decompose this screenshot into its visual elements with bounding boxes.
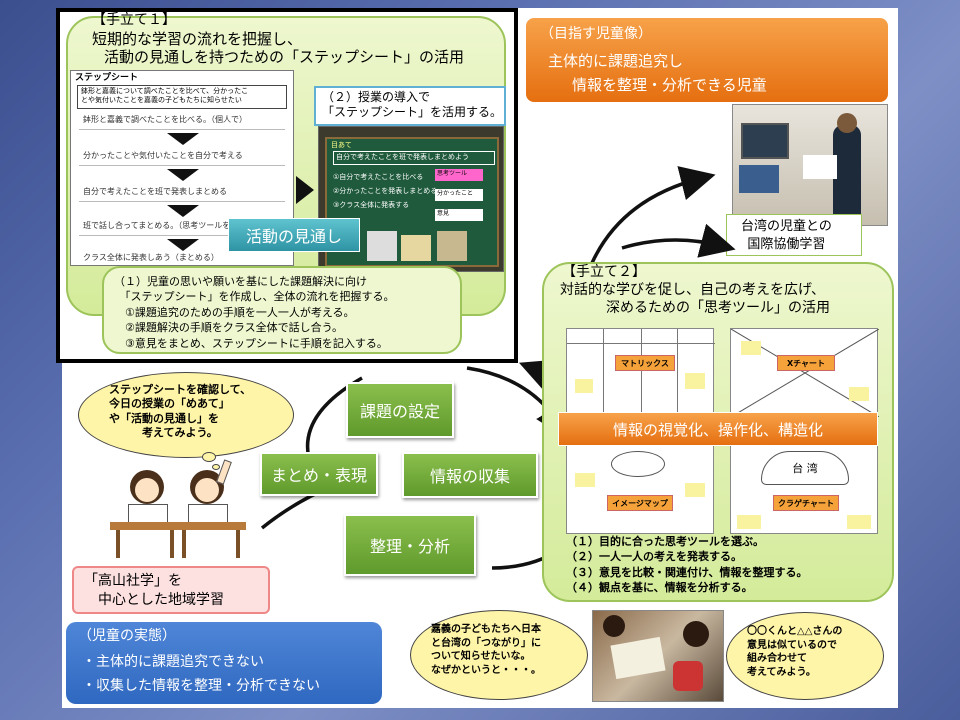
- step-arrow: [167, 169, 199, 181]
- step-sheet-label: ステップシート: [75, 73, 139, 83]
- exchange-caption-box: 台湾の児童との 国際協働学習: [726, 214, 862, 256]
- step-sheet-intro: 鉢形と嘉義について調べたことを比べて、分かったこ とや気付いたことを嘉義の子ども…: [81, 87, 249, 104]
- goal-label: （目指す児童像）: [540, 26, 652, 42]
- tool-matrix-label: マトリックス: [621, 358, 669, 368]
- actual-state-box: （児童の実態） ・主体的に課題追究できない ・収集した情報を整理・分析できない: [66, 622, 382, 704]
- tedate1-title-1: 短期的な学習の流れを把握し、: [92, 30, 303, 48]
- tedate2-desc: （１）目的に合った思考ツールを選ぶ。 （２）一人一人の考えを発表する。 （３）意…: [566, 535, 808, 595]
- tool-xchart-label: Xチャート: [786, 358, 826, 368]
- tool-imagemap: イメージマップ: [566, 442, 714, 534]
- tool-jellyfish: 台 湾 クラゲチャート: [730, 442, 878, 534]
- step-3: 自分で考えたことを班で発表しまとめる: [83, 187, 227, 196]
- tedate2-header: 【手立て２】: [562, 264, 646, 280]
- speech-bubble-middle-text: 嘉義の子どもたちへ日本 と台湾の「つながり」に ついて知らせたいな。 なぜかとい…: [431, 624, 541, 676]
- visualization-button[interactable]: 情報の視覚化、操作化、構造化: [558, 412, 878, 446]
- step-sheet-intro-box: 鉢形と嘉義について調べたことを比べて、分かったこ とや気付いたことを嘉義の子ども…: [77, 85, 287, 109]
- cycle-gathering-button[interactable]: 情報の収集: [402, 452, 538, 498]
- step-1: 鉢形と嘉義で調べたことを比べる。（個人で）: [83, 115, 247, 124]
- tedate1-title-2: 活動の見通しを持つための「ステップシート」の活用: [104, 48, 465, 66]
- tedate1-intro-label: （２）授業の導入で 「ステップシート」を活用する。: [322, 90, 503, 119]
- exchange-photo: [732, 104, 888, 226]
- tedate1-desc: （１）児童の思いや願いを基にした課題解決に向け 「ステップシート」を作成し、全体…: [114, 275, 395, 350]
- tedate1-intro-box: （２）授業の導入で 「ステップシート」を活用する。: [314, 86, 506, 126]
- tedate1-header: 【手立て１】: [92, 12, 176, 28]
- actual-line-2: ・収集した情報を整理・分析できない: [82, 678, 320, 694]
- activity-outlook-button[interactable]: 活動の見通し: [228, 218, 360, 252]
- tool-imagemap-label: イメージマップ: [612, 498, 668, 508]
- step-4: 班で話し合ってまとめる。（思考ツールを使い）: [83, 221, 255, 230]
- board-line: 自分で考えたことを班で発表しまとめよう: [336, 153, 469, 161]
- board-item-1: ①自分で考えたことを比べる: [333, 173, 424, 181]
- thought-cloud-left: ステップシートを確認して、 今日の授業の「めあて」 や「活動の見通し」を 考えて…: [78, 372, 294, 458]
- tedate2-title-1: 対話的な学びを促し、自己の考えを広げ、: [560, 282, 826, 298]
- board-label-1: 思考ツール: [437, 170, 468, 177]
- tool-jellyfish-label: クラゲチャート: [778, 498, 834, 508]
- board-item-2: ②分かったことを発表しまとめる: [333, 187, 438, 195]
- speech-bubble-right-text: 〇〇くんと△△さんの 意見は似ているので 組み合わせて 考えてみよう。: [747, 626, 843, 678]
- local-study-box: 「高山社学」を 中心とした地域学習: [72, 566, 270, 614]
- classroom-photo: [592, 610, 724, 702]
- actual-line-1: ・主体的に課題追究できない: [82, 654, 264, 670]
- children-illustration: [110, 459, 270, 564]
- arrow-right-icon: [296, 176, 314, 204]
- actual-label: （児童の実態）: [78, 628, 176, 644]
- step-arrow: [167, 239, 199, 251]
- cycle-setting-button[interactable]: 課題の設定: [346, 382, 454, 438]
- tool-xchart: Xチャート: [730, 328, 879, 417]
- tool-matrix: マトリックス: [566, 328, 715, 417]
- local-study-text: 「高山社学」を 中心とした地域学習: [84, 573, 224, 608]
- cycle-arranging-button[interactable]: 整理・分析: [344, 514, 476, 576]
- goal-box: （目指す児童像） 主体的に課題追究し 情報を整理・分析できる児童: [526, 18, 888, 102]
- visualization-label: 情報の視覚化、操作化、構造化: [612, 420, 823, 439]
- board-title: 目あて: [331, 141, 352, 149]
- tedate2-title-2: 深めるための「思考ツール」の活用: [606, 300, 830, 316]
- thought-cloud-left-text: ステップシートを確認して、 今日の授業の「めあて」 や「活動の見通し」を 考えて…: [109, 383, 252, 439]
- step-5: クラス全体に発表しあう（まとめる）: [83, 253, 219, 262]
- tedate1-desc-box: （１）児童の思いや願いを基にした課題解決に向け 「ステップシート」を作成し、全体…: [102, 266, 462, 354]
- goal-line-1: 主体的に課題追究し: [548, 52, 684, 70]
- cycle-summary-button[interactable]: まとめ・表現: [260, 452, 378, 496]
- board-item-3: ③クラス全体に発表する: [333, 201, 410, 209]
- step-arrow: [167, 205, 199, 217]
- speech-bubble-middle: 嘉義の子どもたちへ日本 と台湾の「つながり」に ついて知らせたいな。 なぜかとい…: [410, 610, 588, 700]
- step-2: 分かったことや気付いたことを自分で考える: [83, 151, 243, 160]
- board-label-3: 意見: [437, 210, 450, 217]
- speech-bubble-right: 〇〇くんと△△さんの 意見は似ているので 組み合わせて 考えてみよう。: [726, 612, 884, 700]
- board-label-2: 分かったこと: [437, 190, 474, 197]
- step-arrow: [167, 133, 199, 145]
- tool-center-label: 台 湾: [792, 462, 818, 475]
- exchange-caption: 台湾の児童との 国際協働学習: [741, 219, 832, 252]
- slide: 【手立て１】 短期的な学習の流れを把握し、 活動の見通しを持つための「ステップシ…: [56, 8, 898, 708]
- goal-line-2: 情報を整理・分析できる児童: [572, 76, 767, 94]
